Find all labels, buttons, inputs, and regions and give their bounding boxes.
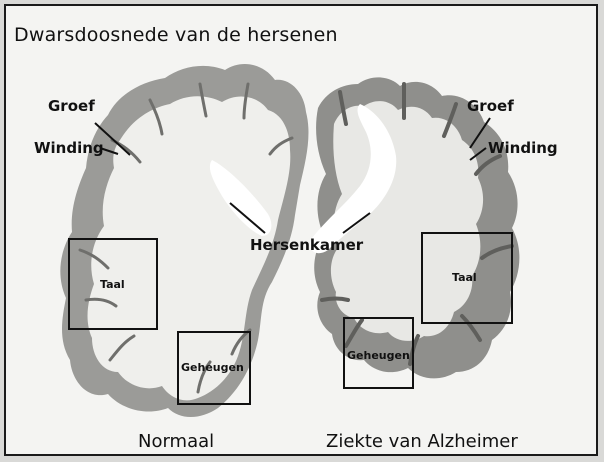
label-geheugen-normal: Geheugen xyxy=(181,361,244,374)
label-winding-left: Winding xyxy=(34,139,104,157)
caption-alzheimer: Ziekte van Alzheimer xyxy=(326,431,518,452)
label-winding-right: Winding xyxy=(488,139,558,157)
label-taal-normal: Taal xyxy=(100,278,125,291)
caption-normal: Normaal xyxy=(138,431,214,452)
label-groef-right: Groef xyxy=(467,97,514,115)
diagram-title: Dwarsdoosnede van de hersenen xyxy=(14,24,338,46)
label-groef-left: Groef xyxy=(48,97,95,115)
label-geheugen-alzheimer: Geheugen xyxy=(347,349,410,362)
label-hersenkamer: Hersenkamer xyxy=(250,236,363,254)
label-taal-alzheimer: Taal xyxy=(452,271,477,284)
